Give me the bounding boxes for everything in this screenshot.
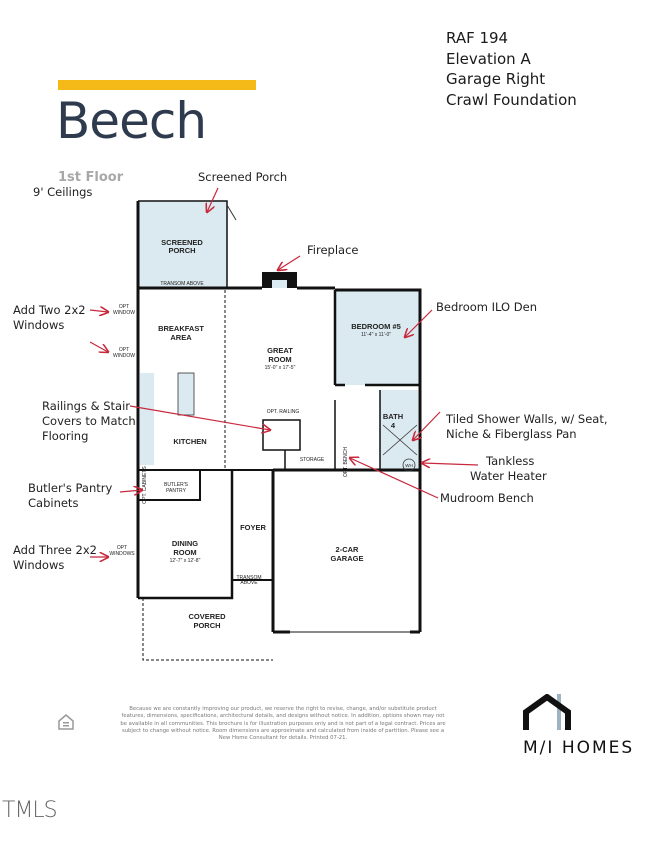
arrow-icon xyxy=(350,458,439,499)
room-label: PORCH xyxy=(193,621,220,630)
note-label: WH xyxy=(405,463,413,468)
arrow-icon xyxy=(89,341,108,352)
note-label: OPT. RAILING xyxy=(267,409,300,415)
note-label: OPT. CABINETS xyxy=(142,466,148,504)
annotation-line: Add Two 2x2 xyxy=(13,303,86,317)
room-label: BUTLER'S xyxy=(164,482,189,488)
shower-icon xyxy=(382,424,418,456)
room-label: ROOM xyxy=(268,355,291,364)
room-label: 4 xyxy=(391,421,396,430)
note-label: OPT xyxy=(119,347,129,353)
room-dimension: 15'-0" x 17'-5" xyxy=(265,365,296,371)
page-title: Beech xyxy=(56,92,207,150)
room-label: PANTRY xyxy=(166,488,186,494)
bedroom-area xyxy=(336,291,419,385)
watermark: TMLS xyxy=(2,798,58,823)
info-line: Elevation A xyxy=(446,49,531,68)
annotation-screened-porch: Screened Porch xyxy=(198,170,288,184)
kitchen-island xyxy=(177,372,195,416)
info-line: RAF 194 xyxy=(446,29,509,47)
walls xyxy=(136,200,422,661)
floor-plan: SCREENED PORCH TRANSOM ABOVE OPT WINDOW … xyxy=(89,187,479,661)
arrow-icon xyxy=(405,309,433,337)
annotation-add-two-windows: Add Two 2x2 Windows xyxy=(13,303,86,333)
annotation-line: Cabinets xyxy=(28,496,79,510)
ceiling-label: 9' Ceilings xyxy=(33,185,93,199)
note-label: WINDOW xyxy=(113,310,135,316)
note-label: WINDOW xyxy=(113,353,135,359)
room-label: GREAT xyxy=(267,346,293,355)
room-label: FOYER xyxy=(240,523,266,532)
note-label: OPT xyxy=(119,304,129,310)
annotation-line: Water Heater xyxy=(470,469,547,483)
screened-porch-area xyxy=(138,201,227,288)
room-label: GARAGE xyxy=(331,554,364,563)
plan-info: RAF 194 Elevation A Garage Right Crawl F… xyxy=(446,28,577,110)
note-label: WINDOWS xyxy=(109,551,135,557)
annotation-line: Windows xyxy=(13,318,65,332)
room-label: STORAGE xyxy=(300,457,325,463)
annotation-arrows xyxy=(89,187,479,557)
door-icon xyxy=(226,204,237,221)
room-label: 2-CAR xyxy=(336,545,360,554)
arrow-icon xyxy=(278,255,301,270)
arrow-icon xyxy=(89,310,108,312)
annotation-line: Niche & Fiberglass Pan xyxy=(446,427,577,441)
arrow-icon xyxy=(422,463,479,465)
annotation-line: Railings & Stair xyxy=(42,399,131,413)
floor-label: 1st Floor xyxy=(58,170,124,185)
annotation-mudroom-bench: Mudroom Bench xyxy=(440,491,534,505)
annotation-line: Flooring xyxy=(42,429,89,443)
disclaimer: Because we are constantly improving our … xyxy=(120,706,446,742)
annotation-line: Add Three 2x2 xyxy=(13,543,97,557)
info-line: Garage Right xyxy=(446,70,546,88)
annotation-railings: Railings & Stair Covers to Match Floorin… xyxy=(42,399,136,444)
water-heater-icon xyxy=(402,458,416,472)
annotation-line: Tiled Shower Walls, w/ Seat, xyxy=(446,412,608,426)
annotation-line: Tankless xyxy=(486,454,535,468)
brand-name: M/I HOMES xyxy=(523,738,635,758)
room-label: KITCHEN xyxy=(173,437,206,446)
room-dimension: 11'-4" x 11'-0" xyxy=(361,332,391,338)
arrow-icon xyxy=(119,490,142,492)
annotation-add-three-windows: Add Three 2x2 Windows xyxy=(13,543,97,573)
note-label: ABOVE xyxy=(240,580,258,586)
annotation-butlers-cabinets: Butler's Pantry Cabinets xyxy=(28,481,112,511)
room-dimension: 12'-7" x 12'-8" xyxy=(170,558,201,564)
mi-homes-logo xyxy=(523,694,571,730)
arrow-icon xyxy=(413,411,441,440)
room-label: BEDROOM #5 xyxy=(351,322,401,331)
info-line: Crawl Foundation xyxy=(446,90,577,109)
room-label: BATH xyxy=(383,412,403,421)
note-label: TRANSOM ABOVE xyxy=(160,281,204,287)
room-label: SCREENED xyxy=(161,238,203,247)
accent-bar xyxy=(58,80,256,90)
annotation-tankless: Tankless Water Heater xyxy=(470,454,547,484)
room-label: COVERED xyxy=(188,612,226,621)
annotation-line: Covers to Match xyxy=(42,414,136,428)
arrow-icon xyxy=(207,187,219,212)
arrow-icon xyxy=(129,405,270,430)
note-label: OPT xyxy=(117,545,127,551)
note-label: OPT. BENCH xyxy=(343,447,349,477)
kitchen-counter xyxy=(140,373,154,465)
annotation-tiled-shower: Tiled Shower Walls, w/ Seat, Niche & Fib… xyxy=(446,412,607,442)
annotation-bedroom-ilo-den: Bedroom ILO Den xyxy=(436,300,537,314)
room-label: DINING xyxy=(172,539,198,548)
equal-housing-icon xyxy=(58,714,74,730)
annotation-line: Butler's Pantry xyxy=(28,481,113,495)
room-label: ROOM xyxy=(173,548,196,557)
annotation-line: Windows xyxy=(13,558,65,572)
room-label: BREAKFAST xyxy=(158,324,204,333)
room-label: AREA xyxy=(170,333,192,342)
note-label: TRANSOM xyxy=(237,575,262,581)
room-label: PORCH xyxy=(168,246,195,255)
annotation-fireplace: Fireplace xyxy=(307,243,359,257)
